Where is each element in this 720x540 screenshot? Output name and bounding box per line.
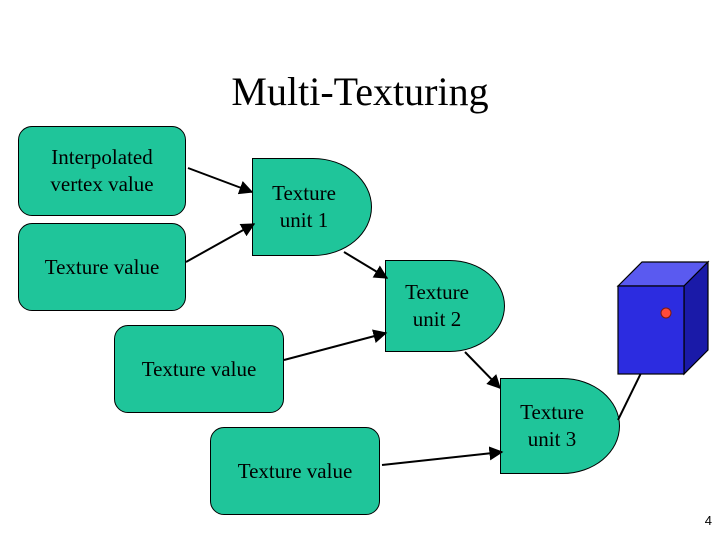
arrow-texture3-to-unit3 [381,446,504,466]
interpolated-vertex-value-label: Interpolated vertex value [50,145,154,196]
texture-unit-1-label: Texture unit 1 [272,181,336,232]
texture-value-box-1: Texture value [18,223,186,311]
texture-unit-3: Texture unit 3 [500,378,620,474]
texture-unit-3-label: Texture unit 3 [520,400,584,451]
texture-value-box-3: Texture value [210,427,380,515]
interpolated-vertex-value-box: Interpolated vertex value [18,126,186,216]
red-dot [660,307,672,319]
texture-unit-1: Texture unit 1 [252,158,372,256]
texture-unit-2: Texture unit 2 [385,260,505,352]
texture-value-label-3: Texture value [237,458,353,483]
texture-value-label-2: Texture value [141,356,257,381]
cube-front-face [617,285,685,375]
texture-value-label-1: Texture value [44,254,160,279]
arrow-texture2-to-unit2 [283,329,388,361]
cube-icon [616,260,710,376]
arrow-unit2-to-unit3 [464,351,501,390]
arrow-unit1-to-unit2 [343,251,389,279]
slide-title: Multi-Texturing [231,69,489,114]
page-number: 4 [704,513,712,528]
texture-unit-2-label: Texture unit 2 [405,280,469,331]
texture-value-box-2: Texture value [114,325,284,413]
arrow-texture1-to-unit1 [185,223,256,263]
arrow-interpolated-to-unit1 [187,167,254,195]
